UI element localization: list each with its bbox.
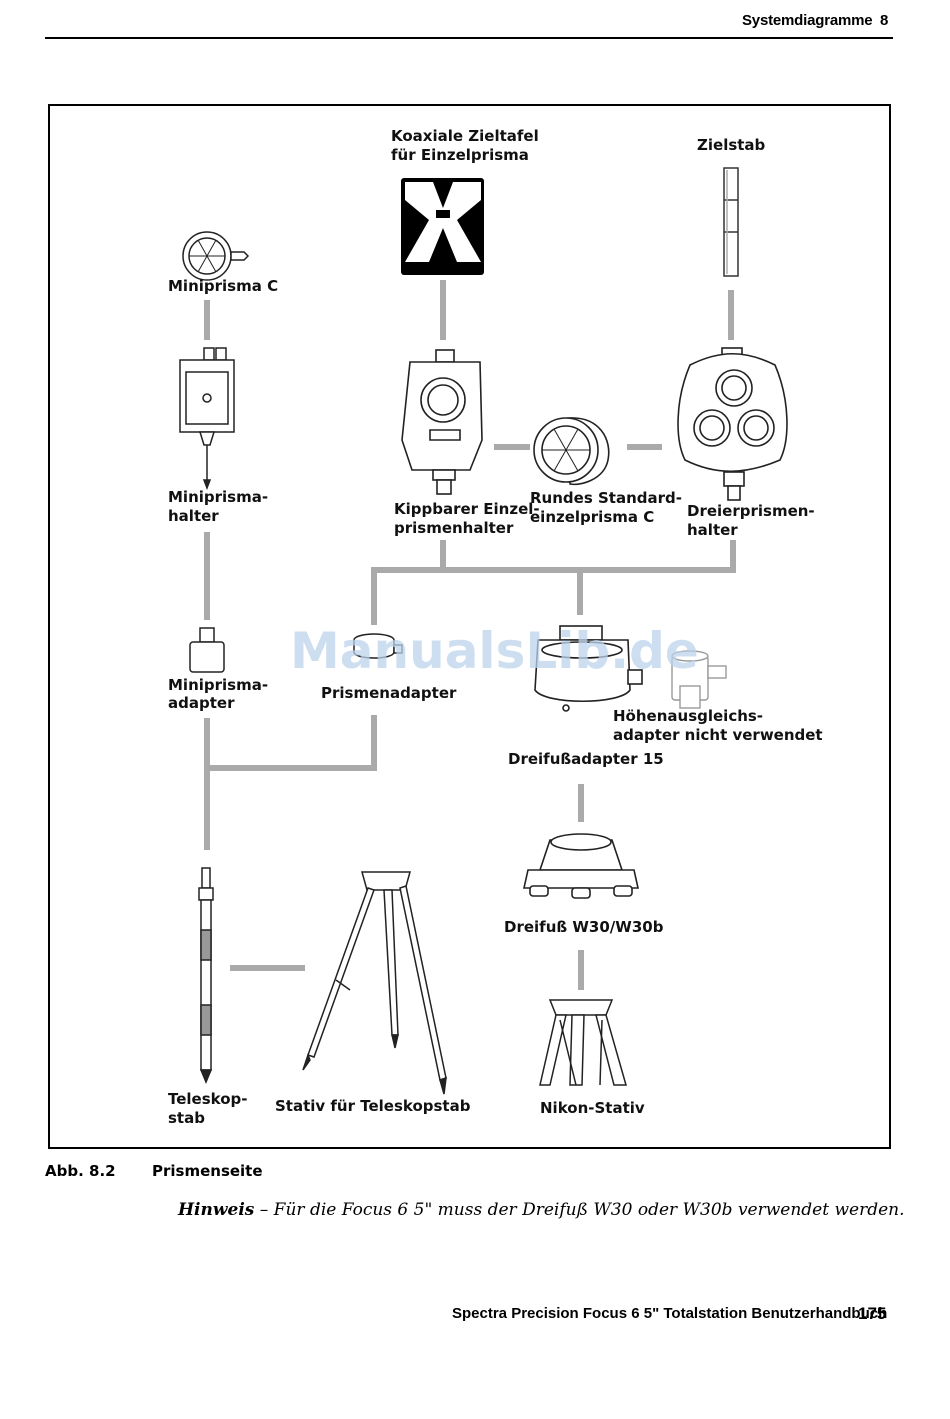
mini-prism-adapter-icon xyxy=(189,627,225,673)
label-telescopic-pole-line2: stab xyxy=(168,1109,205,1127)
label-mini-holder-line1: Miniprisma- xyxy=(168,488,269,506)
label-telescopic-pole-line1: Teleskop- xyxy=(168,1090,248,1108)
label-tilting-holder-line2: prismenhalter xyxy=(394,519,514,537)
coaxial-target-plate-icon xyxy=(401,178,484,275)
label-prism-adapter: Prismenadapter xyxy=(321,684,457,702)
label-mini-adapter-line2: adapter xyxy=(168,694,235,712)
prism-adapter-icon xyxy=(353,633,403,659)
tribrach-adapter-icon xyxy=(534,625,643,712)
label-triple-holder-line2: halter xyxy=(687,521,738,539)
label-height-adapter-line1: Höhenausgleichs- xyxy=(613,707,764,725)
mini-prism-icon xyxy=(182,231,250,281)
note: Hinweis – Für die Focus 6 5" muss der Dr… xyxy=(178,1200,905,1220)
label-round-prism-line1: Rundes Standard- xyxy=(530,489,682,507)
label-triple-holder-line1: Dreierprismen- xyxy=(687,502,815,520)
nikon-tripod-icon xyxy=(539,999,627,1086)
telescopic-pole-icon xyxy=(198,867,214,1084)
label-tilting-holder-line1: Kippbarer Einzel- xyxy=(394,500,540,518)
header-rule xyxy=(45,37,893,39)
triple-prism-holder-icon xyxy=(677,347,788,501)
label-height-adapter-line2: adapter nicht verwendet xyxy=(613,726,823,744)
figure-caption-number: Abb. 8.2 xyxy=(45,1162,116,1180)
label-round-prism-line2: einzelprisma C xyxy=(530,508,655,526)
label-target-rod: Zielstab xyxy=(697,136,766,154)
height-adapter-icon xyxy=(671,650,727,709)
figure-caption-title: Prismenseite xyxy=(152,1162,263,1180)
footer-text: Spectra Precision Focus 6 5" Totalstatio… xyxy=(452,1305,888,1322)
label-tribrach: Dreifuß W30/W30b xyxy=(504,918,664,936)
label-coaxial-line2: für Einzelprisma xyxy=(391,146,529,164)
label-mini-prism: Miniprisma C xyxy=(168,277,279,295)
label-coaxial-line1: Koaxiale Zieltafel xyxy=(391,127,539,145)
tribrach-icon xyxy=(523,833,639,899)
label-mini-adapter-line1: Miniprisma- xyxy=(168,676,269,694)
watermark: ManualsLib.de xyxy=(290,622,699,680)
label-tribrach-adapter: Dreifußadapter 15 xyxy=(508,750,664,768)
page-number: 175 xyxy=(858,1304,887,1323)
note-text: – Für die Focus 6 5" muss der Dreifuß W3… xyxy=(254,1200,905,1220)
header-chapter: 8 xyxy=(880,12,889,29)
label-mini-holder-line2: halter xyxy=(168,507,219,525)
note-label: Hinweis xyxy=(178,1200,255,1220)
figure-frame xyxy=(48,104,891,1149)
connector-lines xyxy=(204,280,736,990)
mini-prism-holder-icon xyxy=(179,347,235,491)
label-nikon-tripod: Nikon-Stativ xyxy=(540,1099,645,1117)
pole-tripod-icon xyxy=(302,871,447,1095)
tilting-prism-holder-icon xyxy=(401,349,483,495)
label-pole-tripod: Stativ für Teleskopstab xyxy=(275,1097,471,1115)
target-rod-icon xyxy=(723,167,739,277)
header-title: Systemdiagramme xyxy=(742,12,873,29)
round-prism-icon xyxy=(533,417,610,486)
